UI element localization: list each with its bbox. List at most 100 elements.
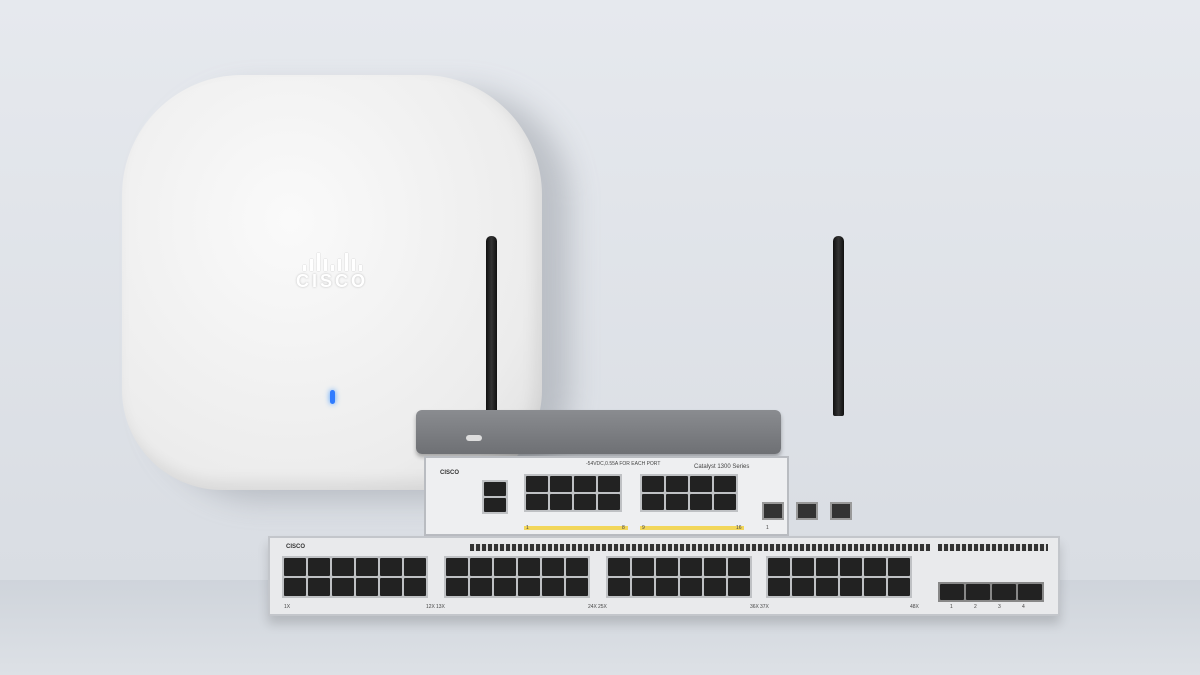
switch-logo: CISCO [286,544,306,550]
ethernet-port [470,558,492,576]
port-label: 16 [736,525,742,531]
poe-label: -54VDC,0.55A FOR EACH PORT [586,461,661,467]
antenna-left [486,236,497,416]
port-label: 9 [642,525,645,531]
ethernet-port [608,558,630,576]
ethernet-port [494,558,516,576]
ethernet-port [864,578,886,596]
ethernet-port [792,558,814,576]
router-status-light [466,435,482,441]
vent [938,544,1048,551]
port-label: 36X [750,604,759,610]
port-label: 8 [622,525,625,531]
ethernet-port [308,578,330,596]
ethernet-port [728,558,750,576]
ethernet-port [494,578,516,596]
model-label: Catalyst 1300 Series [694,464,750,470]
router [416,410,781,454]
ethernet-port [574,476,596,492]
port-label: 37X [760,604,769,610]
ethernet-port [642,494,664,510]
port-group-1-12 [282,556,428,598]
ethernet-port [608,578,630,596]
ethernet-port [632,558,654,576]
uplink-ports [938,582,1044,602]
vent [470,544,930,551]
ethernet-port [888,578,910,596]
sfp-port [796,502,818,520]
ethernet-port [598,494,620,510]
port-label: 48X [910,604,919,610]
sfp-port [762,502,784,520]
uplink-label: 1 [950,604,953,610]
ethernet-port [816,578,838,596]
port-label-strip-1 [524,526,628,530]
uplink-label: 4 [1022,604,1025,610]
ethernet-port [566,558,588,576]
port-label: 12X [426,604,435,610]
ethernet-port [284,558,306,576]
ethernet-port [690,494,712,510]
ethernet-port [680,558,702,576]
ethernet-port [356,578,378,596]
ethernet-port [526,494,548,510]
ethernet-port [690,476,712,492]
uplink-label: 3 [998,604,1001,610]
ethernet-port [728,578,750,596]
ethernet-port [704,558,726,576]
ethernet-port [656,558,678,576]
sfp-label: 1 [766,525,769,531]
port-group-1-8 [524,474,622,512]
ethernet-port [768,578,790,596]
ethernet-port [404,558,426,576]
ethernet-port [656,578,678,596]
ethernet-port [446,558,468,576]
ethernet-port [714,494,736,510]
ethernet-port [284,578,306,596]
ethernet-port [308,558,330,576]
ethernet-port [840,558,862,576]
ethernet-port [574,494,596,510]
catalyst-48-port-switch: CISCO 1X 12X 13X 24X 25X 36X 37X 48X 1 2… [268,536,1060,616]
port-label: 1X [284,604,291,610]
ethernet-port [518,578,540,596]
ethernet-port [566,578,588,596]
ethernet-port [714,476,736,492]
ethernet-port [380,578,402,596]
switch-logo: CISCO [440,470,460,476]
ethernet-port [356,558,378,576]
cisco-logo: CISCO [287,253,377,292]
ethernet-port [404,578,426,596]
port-label-strip-2 [640,526,744,530]
sfp-port [830,502,852,520]
ethernet-port [704,578,726,596]
ethernet-port [666,476,688,492]
status-led [330,390,335,404]
ethernet-port [542,578,564,596]
port-group-13-24 [444,556,590,598]
ethernet-port [792,578,814,596]
port-group-25-36 [606,556,752,598]
ethernet-port [864,558,886,576]
ethernet-port [542,558,564,576]
ethernet-port [768,558,790,576]
antenna-right [833,236,844,416]
ethernet-port [518,558,540,576]
ethernet-port [332,578,354,596]
ethernet-port [526,476,548,492]
ethernet-port [680,578,702,596]
port-label: 13X [436,604,445,610]
port-group-9-16 [640,474,738,512]
console-ports [482,480,508,514]
ethernet-port [642,476,664,492]
ethernet-port [840,578,862,596]
ethernet-port [550,476,572,492]
ethernet-port [550,494,572,510]
ethernet-port [446,578,468,596]
ethernet-port [666,494,688,510]
ethernet-port [598,476,620,492]
catalyst-1300-switch: CISCO -54VDC,0.55A FOR EACH PORT Catalys… [424,456,852,536]
ethernet-port [380,558,402,576]
ethernet-port [632,578,654,596]
uplink-label: 2 [974,604,977,610]
